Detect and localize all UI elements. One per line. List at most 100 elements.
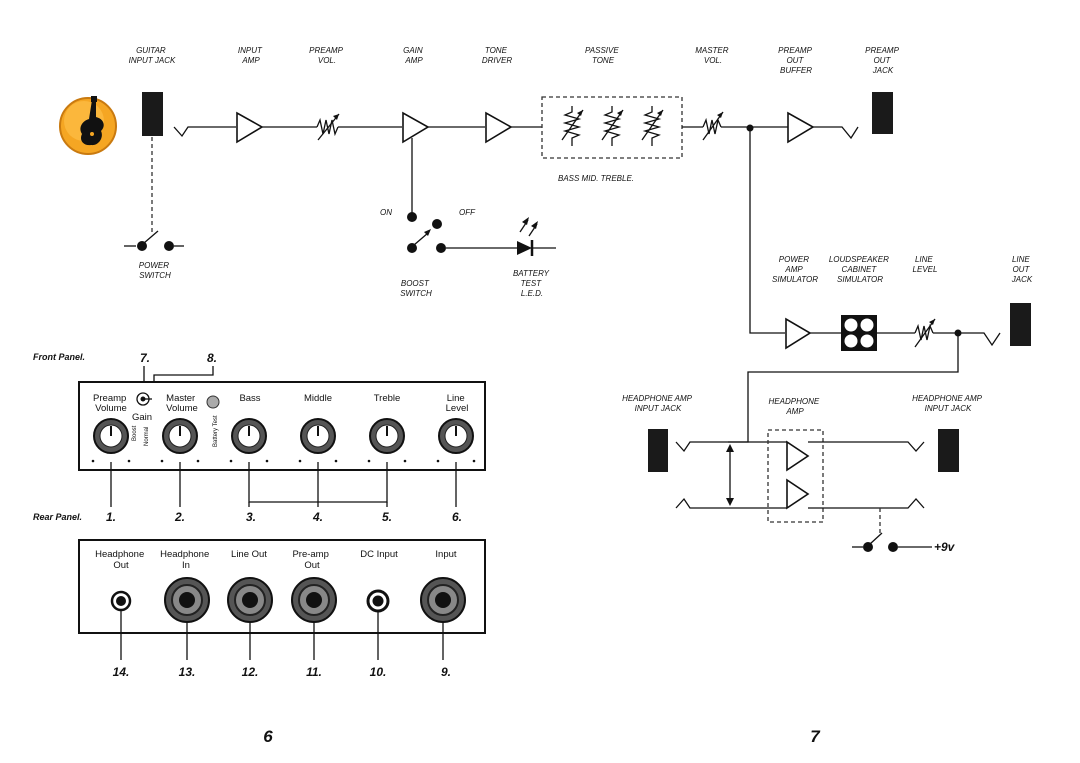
passive-tone-label: PASSIVE TONE [585, 46, 621, 65]
preamp-volume-knob[interactable] [91, 418, 131, 463]
rear-panel [78, 539, 486, 634]
callout-5: 5. [382, 510, 392, 524]
callout-6: 6. [452, 510, 462, 524]
bass-knob[interactable] [229, 418, 269, 463]
preamp-out-buffer-label: PREAMP OUT BUFFER [778, 46, 814, 75]
middle-knob[interactable] [298, 418, 338, 463]
knob-label-master-volume: Master Volume [166, 393, 198, 414]
boost-label: Boost [132, 425, 138, 441]
battery-test-label: Battery Test [213, 415, 219, 447]
battery-test-led [206, 395, 220, 409]
headphone-amp-bottom-symbol [786, 478, 810, 510]
jack-label-headphone-out: Headphone Out [95, 549, 147, 571]
front-panel [78, 381, 486, 471]
power-switch-label: POWER SWITCH [139, 261, 171, 280]
callout-3: 3. [246, 510, 256, 524]
gain-amp-label: GAIN AMP [403, 46, 425, 65]
knob-label-middle: Middle [304, 393, 332, 404]
treble-knob[interactable] [367, 418, 407, 463]
battery-test-led-symbol [517, 217, 556, 256]
headphone-amp-top-symbol [786, 440, 810, 472]
line-out-jack-label: LINE OUT JACK [1011, 255, 1033, 284]
tone-driver-symbol [485, 111, 513, 144]
headphone-amp-input-jack-left [648, 429, 668, 472]
jack-label-line-out: Line Out [231, 549, 267, 560]
page-number-left: 6 [263, 727, 273, 746]
battery-test-led-label: BATTERY TEST L.E.D. [513, 269, 551, 298]
callout-9: 9. [441, 665, 451, 679]
master-vol-pot-symbol [702, 111, 724, 141]
preamp-vol-label: PREAMP VOL. [309, 46, 345, 65]
power-amp-simulator-symbol [785, 317, 812, 350]
gain-toggle-switch[interactable] [136, 392, 152, 406]
dc-input-socket[interactable] [366, 589, 390, 613]
master-vol-label: MASTER VOL. [695, 46, 731, 65]
jack-label-input: Input [435, 549, 456, 560]
jack-label-headphone-in: Headphone In [160, 549, 212, 571]
signal-chain-schematic: GUITAR INPUT JACK INPUT AMP PREAMP VOL. … [59, 46, 1033, 554]
preamp-out-buffer-symbol [787, 111, 815, 144]
input-amp-symbol [236, 111, 264, 144]
jack-label-preamp-out: Pre-amp Out [292, 549, 331, 571]
callout-8: 8. [207, 351, 217, 365]
jack-label-dc-input: DC Input [360, 549, 398, 560]
preamp-out-socket[interactable] [291, 577, 337, 623]
preamp-out-jack-label: PREAMP OUT JACK [865, 46, 901, 75]
preamp-out-jack [872, 92, 893, 134]
supply-voltage-label: +9v [934, 540, 956, 554]
loudspeaker-cabinet-simulator-label: LOUDSPEAKER CABINET SIMULATOR [829, 255, 891, 284]
callout-12: 12. [242, 665, 259, 679]
guitar-input-jack [142, 92, 163, 136]
headphone-in-socket[interactable] [164, 577, 210, 623]
line-level-pot-symbol [914, 318, 936, 348]
line-level-knob[interactable] [436, 418, 476, 463]
input-socket[interactable] [420, 577, 466, 623]
headphone-amp-input-jack-right [938, 429, 959, 472]
line-out-jack [1010, 303, 1031, 346]
knob-label-treble: Treble [374, 393, 401, 404]
master-volume-knob[interactable] [160, 418, 200, 463]
callout-4: 4. [312, 510, 323, 524]
rear-panel-diagram: Rear Panel. Headphone Out Headphone In L… [33, 512, 486, 679]
tone-driver-label: TONE DRIVER [482, 46, 512, 65]
boost-switch-symbol [407, 219, 517, 253]
callout-10: 10. [370, 665, 387, 679]
preamp-vol-pot-symbol [316, 113, 340, 141]
front-panel-title: Front Panel. [33, 352, 85, 362]
power-amp-simulator-label: POWER AMP SIMULATOR [772, 255, 818, 284]
callout-2: 2. [174, 510, 185, 524]
guitar-logo-icon [59, 96, 117, 155]
front-panel-diagram: Front Panel. 7. 8. Preamp Volume Master … [33, 351, 486, 524]
supply-switch-symbol [852, 532, 932, 552]
page-number-right: 7 [810, 727, 821, 746]
normal-label: Normal [144, 427, 150, 446]
callout-7: 7. [140, 351, 150, 365]
callout-1: 1. [106, 510, 116, 524]
knob-label-bass: Bass [239, 393, 260, 404]
loudspeaker-cabinet-symbol [841, 315, 877, 351]
guitar-input-jack-label: GUITAR INPUT JACK [129, 46, 176, 65]
treble-pot-symbol [641, 106, 664, 146]
headphone-amp-box [767, 429, 824, 523]
callout-13: 13. [179, 665, 196, 679]
callout-14: 14. [113, 665, 130, 679]
headphone-amp-input-jack-left-label: HEADPHONE AMP INPUT JACK [622, 394, 694, 413]
knob-label-preamp-volume: Preamp Volume [93, 393, 129, 414]
input-amp-label: INPUT AMP [238, 46, 264, 65]
boost-off-label: OFF [459, 208, 476, 217]
boost-on-label: ON [380, 208, 392, 217]
line-out-socket[interactable] [227, 577, 273, 623]
callout-11: 11. [306, 665, 322, 679]
headphone-amp-label: HEADPHONE AMP [769, 397, 822, 416]
bass-pot-symbol [561, 106, 584, 146]
headphone-amp-input-jack-right-label: HEADPHONE AMP INPUT JACK [912, 394, 984, 413]
bass-mid-treble-label: BASS MID. TREBLE. [558, 174, 634, 183]
middle-pot-symbol [601, 106, 624, 146]
boost-switch-label: BOOST SWITCH [400, 279, 432, 298]
gain-label: Gain [132, 412, 152, 423]
gain-amp-symbol [402, 111, 430, 144]
knob-label-line-level: Line Level [446, 393, 469, 414]
headphone-out-socket[interactable] [110, 590, 132, 612]
rear-panel-title: Rear Panel. [33, 512, 82, 522]
